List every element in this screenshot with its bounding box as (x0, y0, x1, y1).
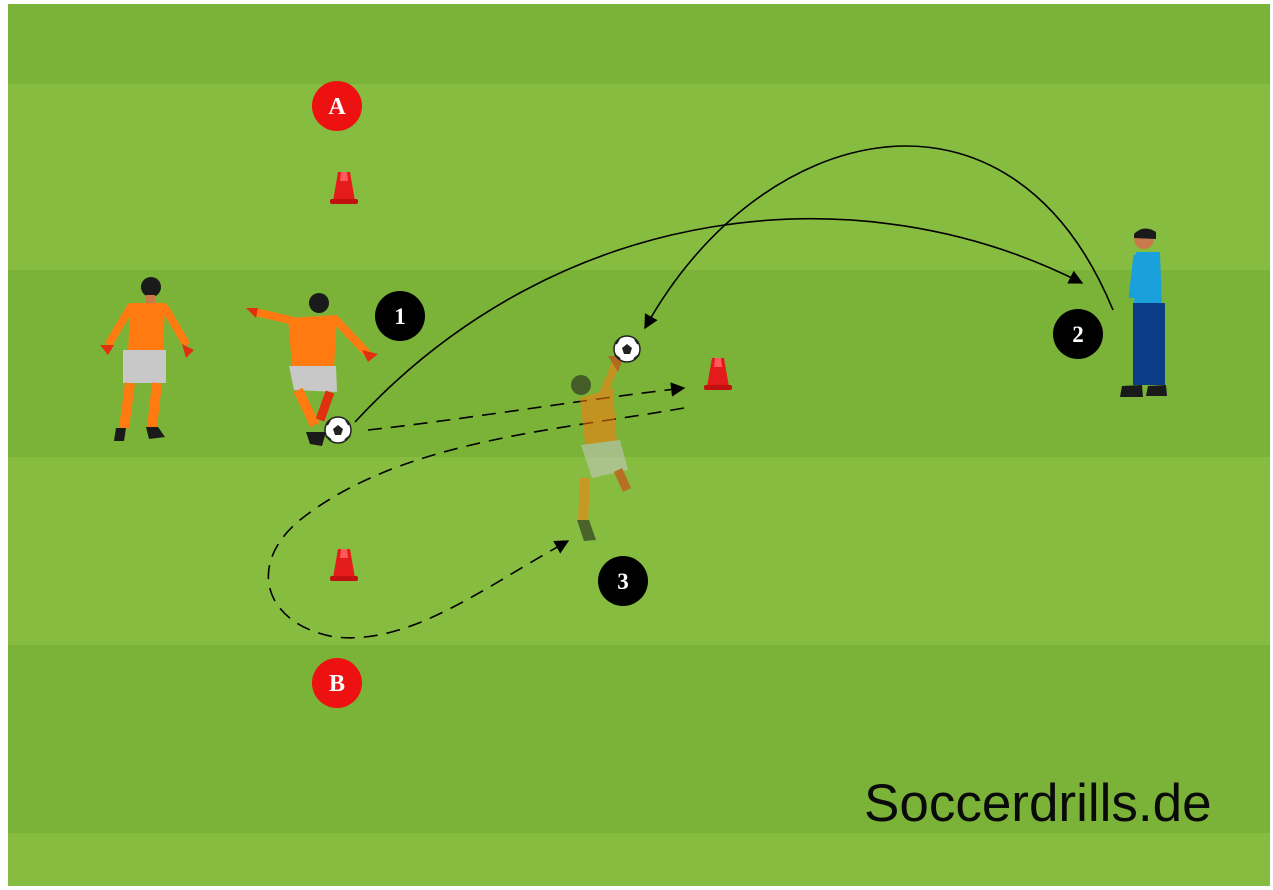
marker-label: 1 (394, 304, 406, 329)
movement-paths (267, 145, 1114, 639)
ball-icon (324, 416, 352, 444)
pitch-background (8, 4, 1270, 886)
marker-label: 2 (1072, 322, 1084, 347)
pass-arrow-to-coach (354, 217, 1084, 423)
kicking-goalkeeper-icon (246, 293, 378, 446)
pitch-stripe (8, 270, 1270, 457)
marker-label: 3 (617, 569, 629, 594)
diving-goalkeeper-icon (571, 356, 632, 541)
goalkeeper-icon (100, 277, 194, 441)
pitch-stripe (8, 4, 1270, 84)
marker-B: B (312, 658, 362, 708)
marker-3: 3 (598, 556, 648, 606)
marker-2: 2 (1053, 309, 1103, 359)
dribble-arrow-to-cone (367, 382, 686, 431)
pitch-stripe (8, 645, 1270, 833)
marker-label: B (329, 671, 345, 697)
throw-arrow-to-keeper (644, 145, 1114, 330)
marker-label: A (328, 94, 346, 120)
run-arrow-loop (267, 407, 685, 639)
marker-1: 1 (375, 291, 425, 341)
coach-icon (1120, 228, 1167, 397)
marker-A: A (312, 81, 362, 131)
ball-icon (613, 335, 641, 363)
watermark-text: Soccerdrills.de (864, 774, 1212, 833)
